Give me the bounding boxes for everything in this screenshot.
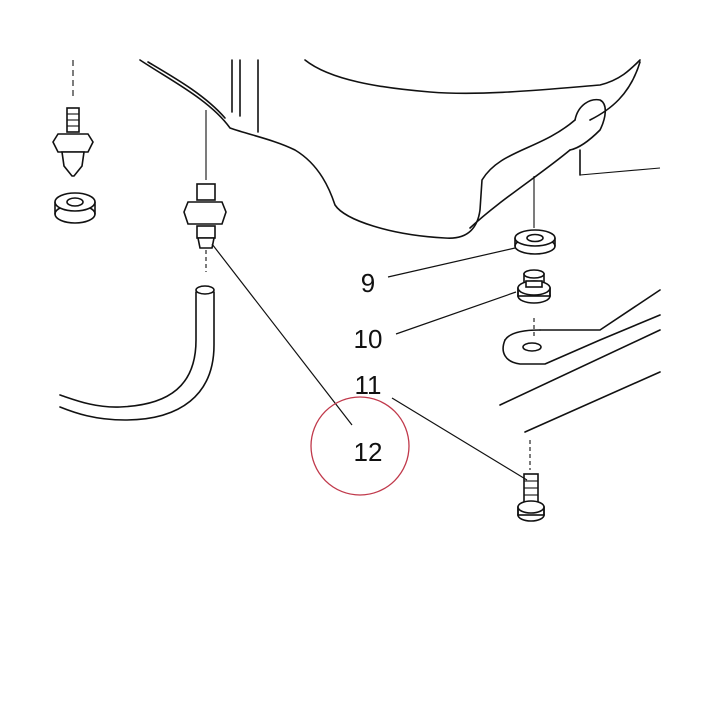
part-label-11: 11: [355, 370, 382, 400]
part-label-10: 10: [354, 324, 383, 354]
highlight-circle-12: [310, 396, 410, 496]
leader-9: [387, 247, 516, 278]
part-9-grommet: [514, 176, 556, 255]
part-label-9: 9: [361, 268, 375, 298]
part-11-screw: [517, 473, 545, 522]
leader-lines: [211, 243, 528, 481]
left-bolt-assembly: [52, 60, 96, 224]
mounting-bracket: [499, 289, 661, 470]
part-10-bushing: [517, 269, 551, 304]
leader-10: [395, 291, 517, 335]
tank-housing: [139, 59, 661, 239]
hose: [59, 285, 215, 421]
part-12-drain-fitting: [183, 110, 227, 272]
leader-12: [211, 243, 353, 426]
leader-11: [391, 397, 528, 481]
part-label-12: 12: [354, 437, 383, 467]
